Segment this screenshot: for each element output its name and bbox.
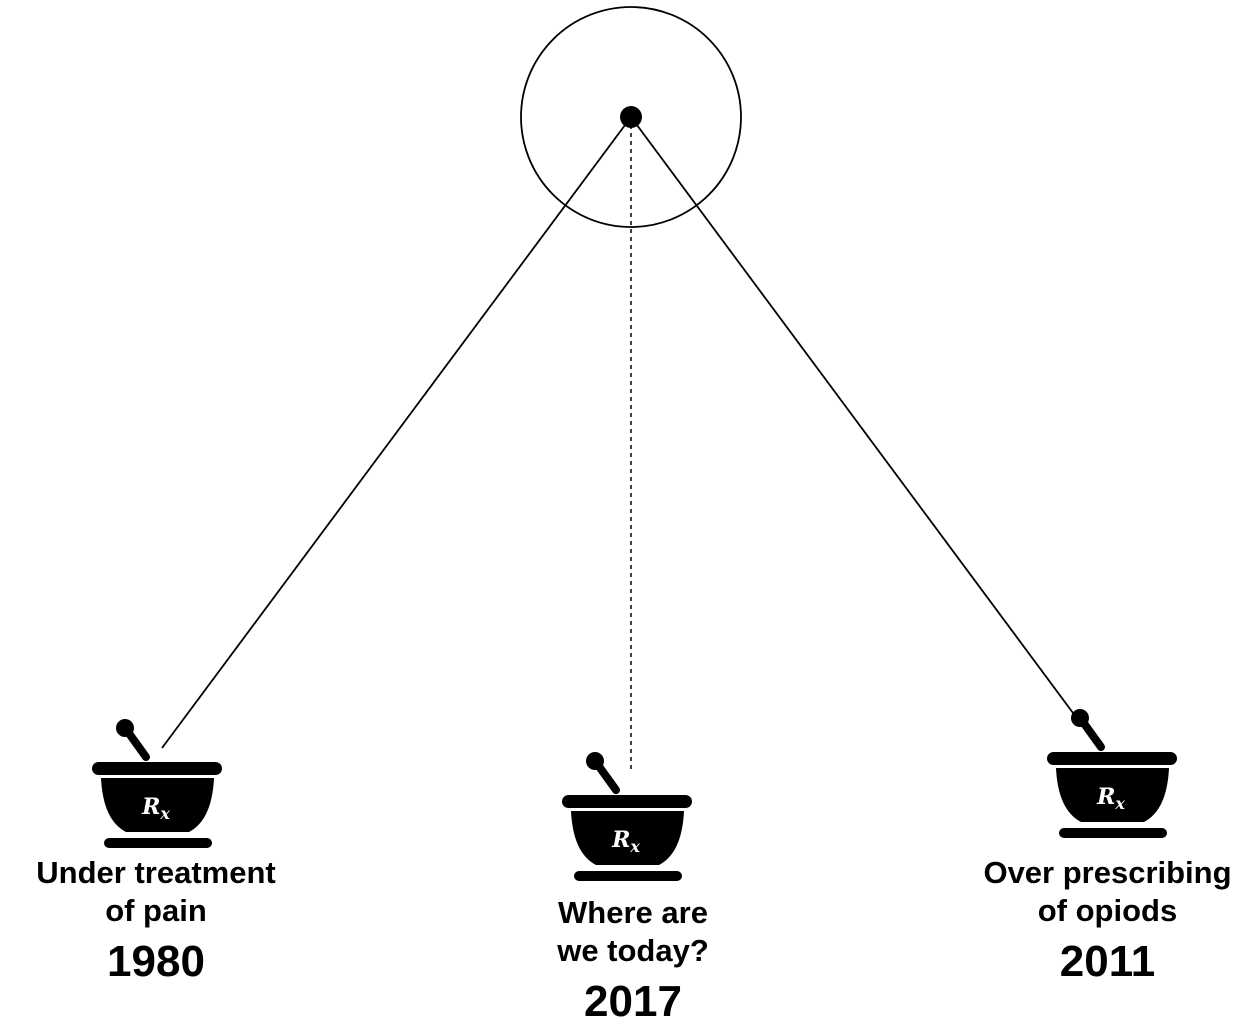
caption-line: of pain (105, 893, 207, 928)
year-label: 2017 (584, 977, 682, 1026)
caption-2017: Where are we today? 2017 (498, 894, 768, 1028)
connector-right (630, 116, 1100, 749)
caption-line: we today? (557, 933, 709, 968)
caption-line: Over prescribing (983, 855, 1232, 890)
connector-left (161, 116, 632, 749)
mortar-pestle-rx-icon (1047, 709, 1177, 838)
year-label: 2011 (1059, 937, 1156, 986)
caption-line: of opiods (1037, 893, 1178, 928)
year-label: 1980 (107, 937, 205, 986)
pivot-ring (520, 6, 742, 228)
mortar-pestle-rx-icon (562, 752, 692, 881)
caption-line: Under treatment (36, 855, 276, 890)
caption-line: Where are (558, 895, 708, 930)
mortar-pestle-rx-icon (92, 719, 222, 848)
caption-1980: Under treatment of pain 1980 (0, 854, 312, 988)
caption-2011: Over prescribing of opiods 2011 (958, 854, 1257, 988)
